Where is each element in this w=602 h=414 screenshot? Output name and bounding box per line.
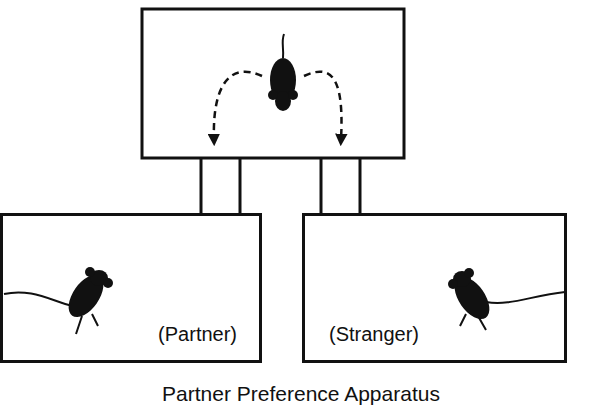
connecting-tubes <box>201 158 360 214</box>
stranger-mouse <box>448 268 565 330</box>
chamber-label: (Stranger) <box>329 323 419 346</box>
partner-chamber: (Partner) <box>0 213 262 363</box>
center-mouse <box>268 34 298 111</box>
stranger-chamber: (Stranger) <box>302 213 567 363</box>
movement-arrows <box>214 72 342 140</box>
center-chamber <box>142 9 404 158</box>
chamber-label: (Partner) <box>158 323 237 346</box>
figure-caption: Partner Preference Apparatus <box>0 382 602 406</box>
partner-mouse <box>4 267 113 334</box>
